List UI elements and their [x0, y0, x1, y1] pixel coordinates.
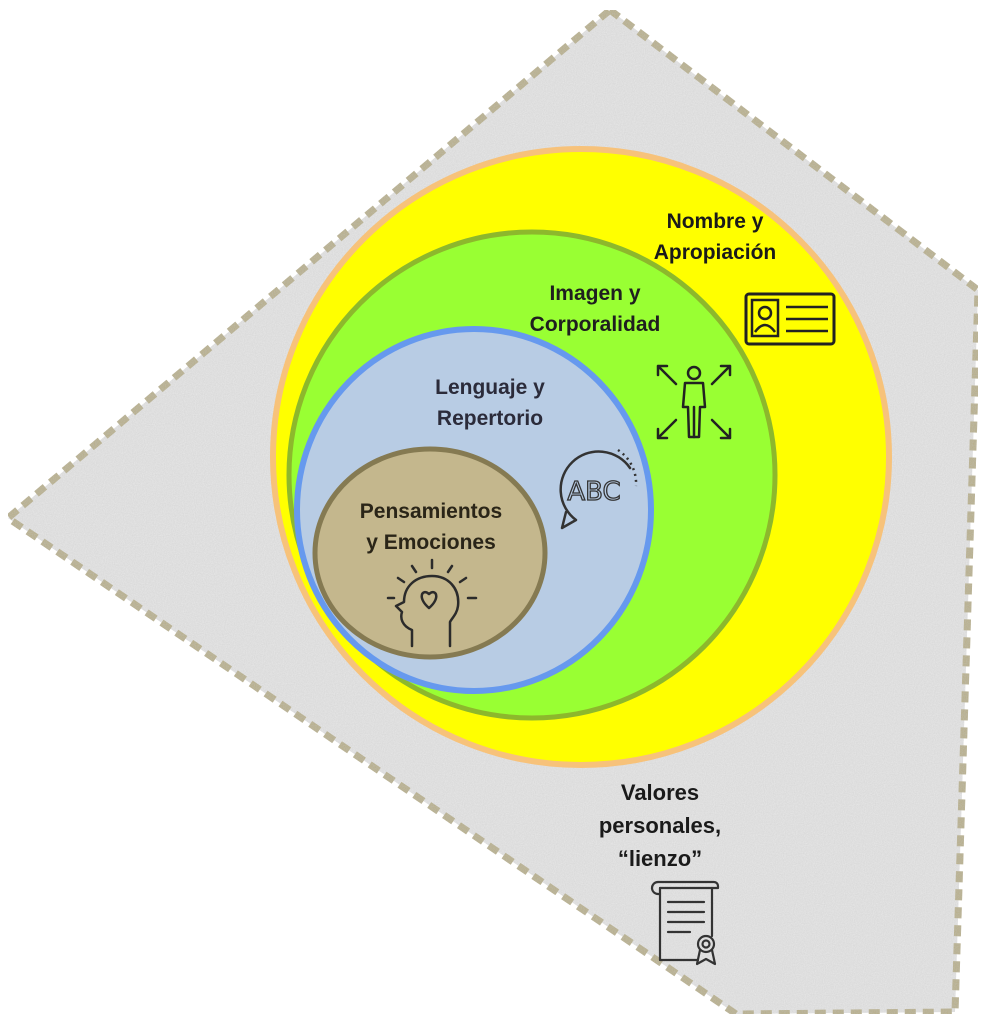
layer-nombre-label: Nombre y Apropiación: [600, 206, 830, 268]
abc-speech-bubble-icon: ABC: [559, 448, 638, 530]
layer-pensamientos-label-line-1: Pensamientos: [359, 500, 503, 523]
outer-label-line-2: personales,: [598, 813, 722, 838]
outer-label-line-1: Valores: [620, 780, 700, 805]
layer-pensamientos-circle: [312, 446, 548, 660]
layer-imagen-label-line-2: Corporalidad: [529, 313, 661, 336]
layer-pensamientos-label-line-2: y Emociones: [366, 531, 496, 554]
layer-nombre-label-line-1: Nombre y: [666, 210, 764, 233]
layer-imagen-label: Imagen y Corporalidad: [480, 278, 710, 340]
layer-pensamientos-label: Pensamientos y Emociones: [316, 496, 546, 558]
id-card-icon: [744, 292, 836, 346]
body-expand-icon: [656, 364, 732, 440]
head-heart-icon: [386, 558, 478, 648]
certificate-scroll-icon: [650, 880, 720, 966]
outer-label: Valores personales, “lienzo”: [560, 776, 760, 875]
layer-lenguaje-label-line-2: Repertorio: [436, 407, 544, 430]
layer-lenguaje-label: Lenguaje y Repertorio: [380, 372, 600, 434]
outer-label-line-3: “lienzo”: [617, 846, 703, 871]
abc-text: ABC: [567, 477, 620, 507]
layer-imagen-label-line-1: Imagen y: [549, 282, 641, 305]
layer-lenguaje-label-line-1: Lenguaje y: [435, 376, 545, 399]
layer-nombre-label-line-2: Apropiación: [653, 241, 777, 264]
